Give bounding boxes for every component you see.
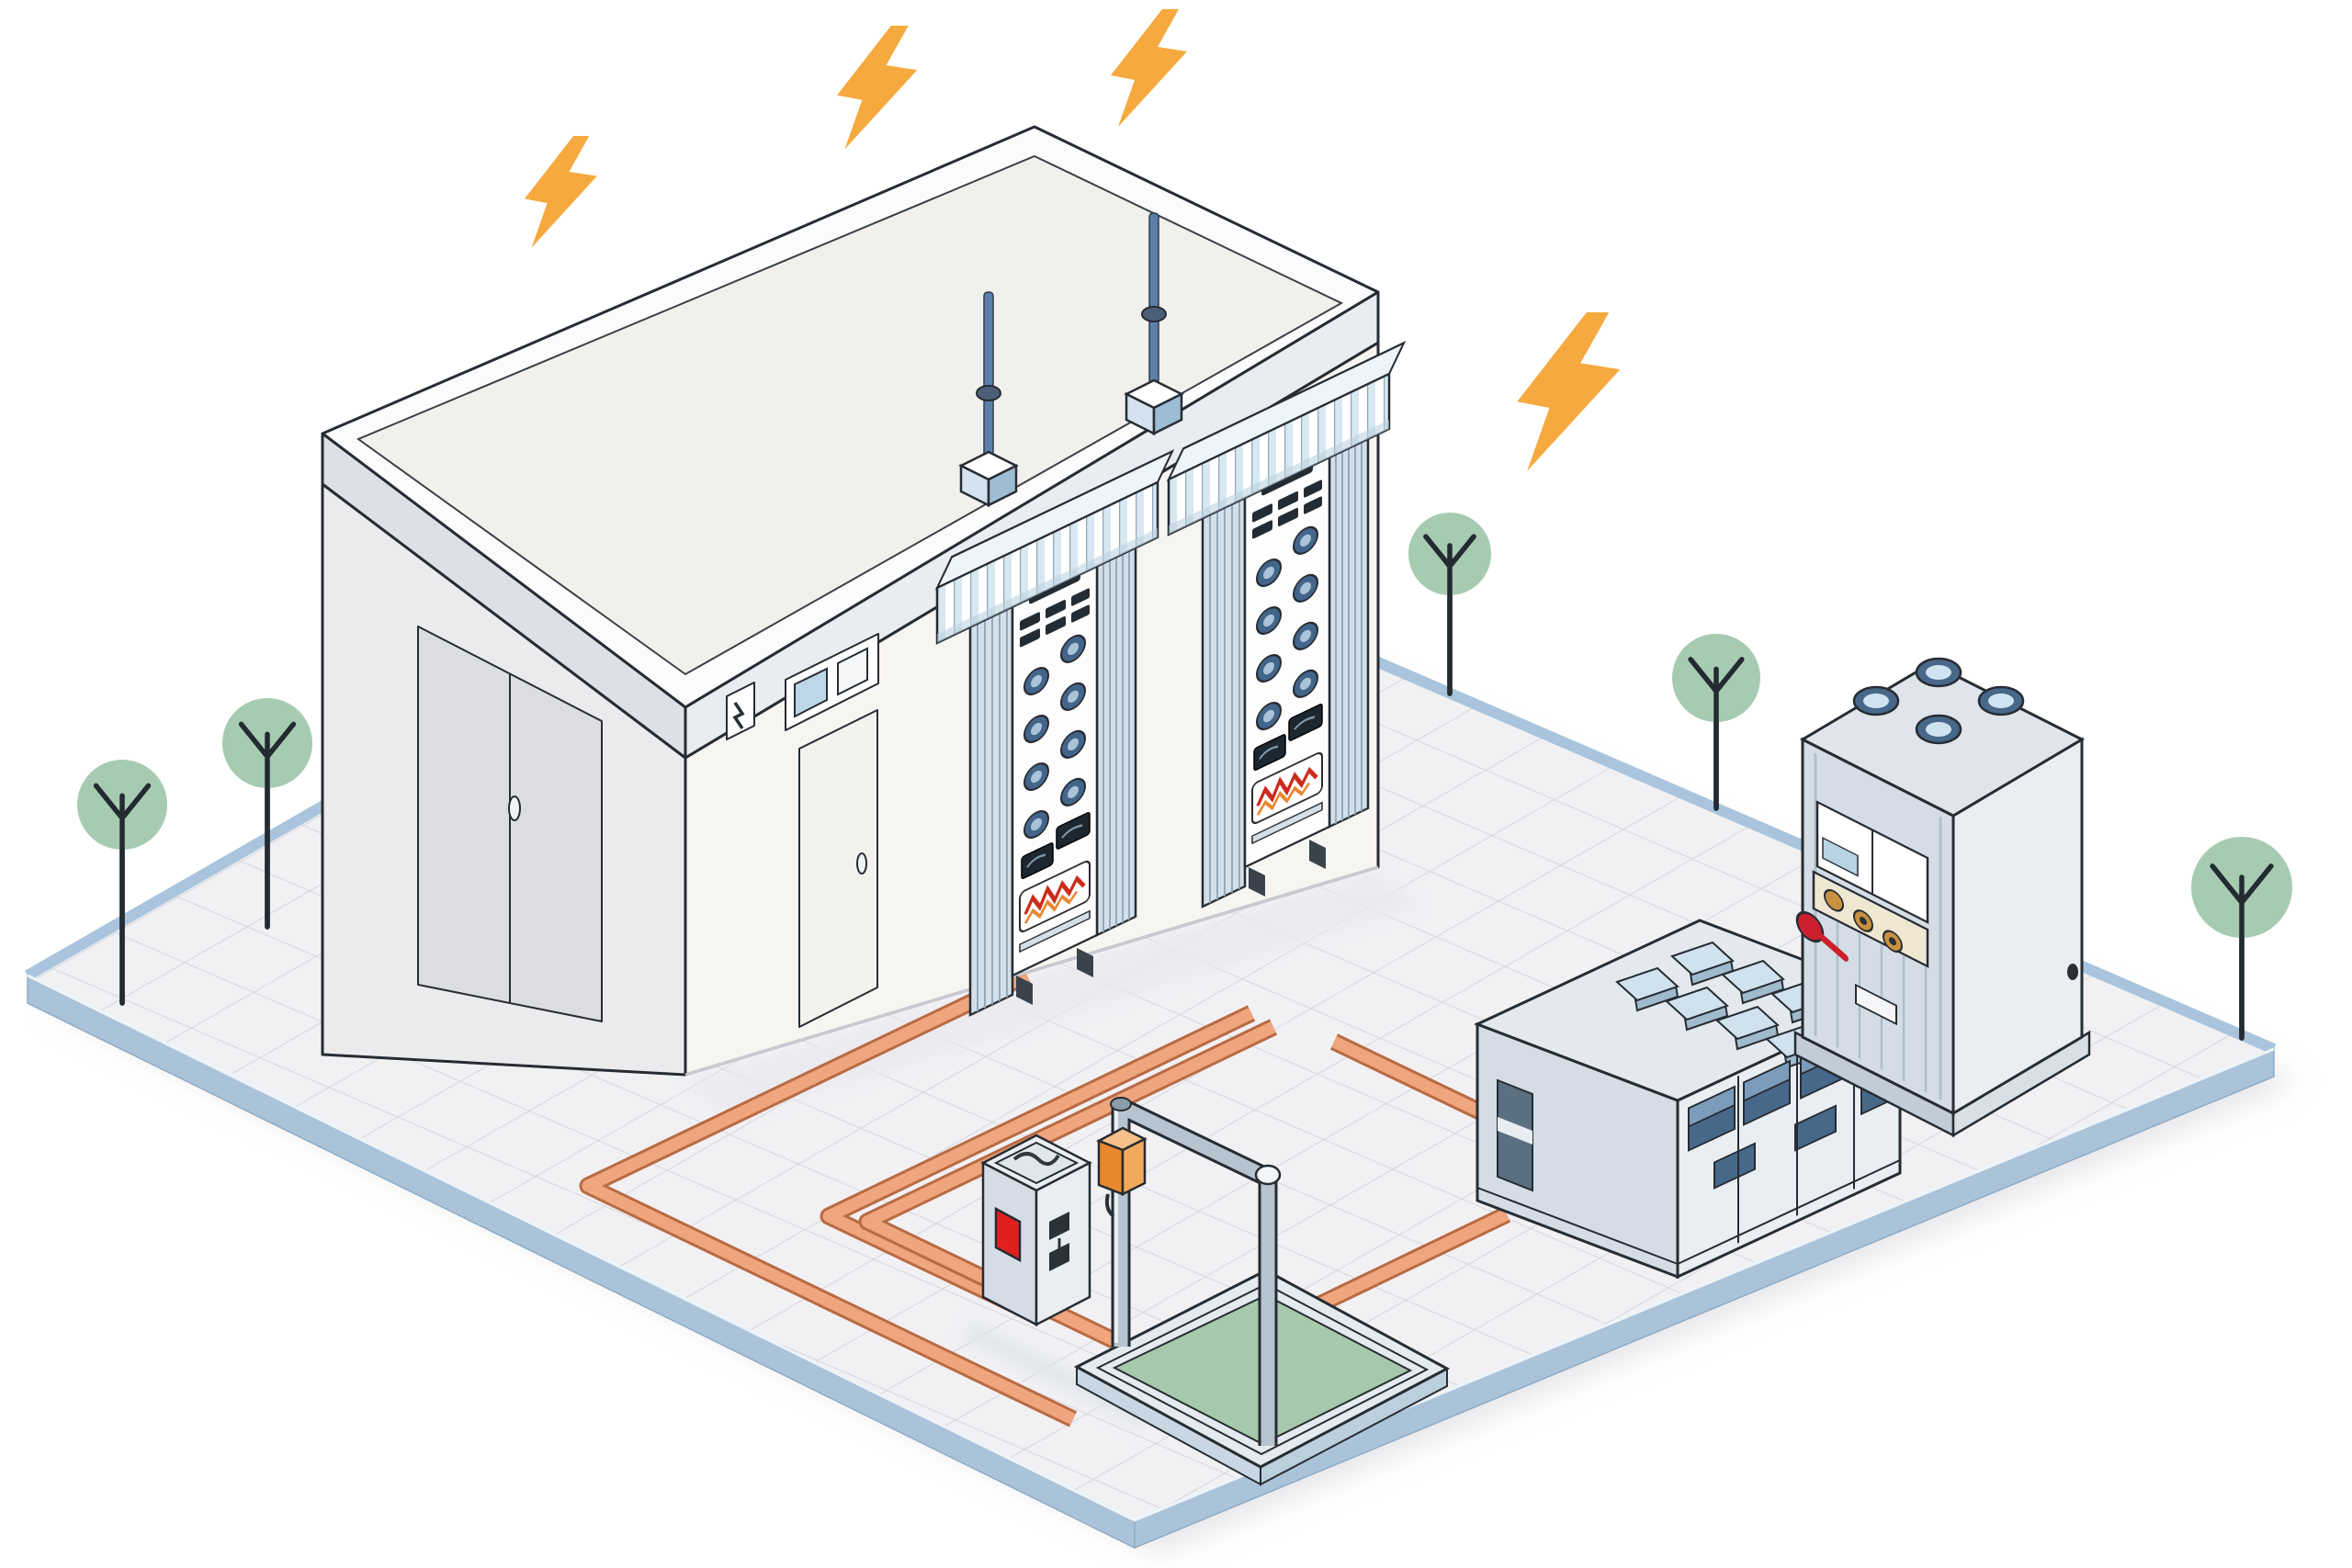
door-handle [508, 795, 521, 821]
service-door [798, 709, 878, 1028]
control-pedestal [980, 1134, 1092, 1327]
tree [222, 698, 312, 930]
roof-surface [356, 154, 1344, 676]
gantry-elbow-cap [1254, 1164, 1282, 1186]
lightning-bolt-icon [524, 136, 597, 248]
lightning-bolt-icon [837, 26, 918, 150]
lightning-rod [1124, 212, 1184, 436]
tree [77, 760, 167, 1006]
ground-cable-panel1-to-pad [579, 967, 1078, 1427]
roof-bushings [1852, 657, 2025, 745]
control-panel [1167, 341, 1406, 908]
ground-cable-panel2-to-pedestal [820, 1005, 1256, 1320]
switchgear-side-panel [1497, 1078, 1533, 1192]
lightning-rod [958, 291, 1019, 508]
door-handle [856, 852, 867, 874]
tree [1672, 634, 1760, 811]
warning-sign [726, 682, 755, 740]
tree [2191, 837, 2292, 1041]
double-door [417, 626, 603, 1022]
transformer-front [1795, 752, 1942, 1100]
junction-box [1096, 1126, 1148, 1218]
lightning-bolt-icon [1111, 9, 1187, 127]
emergency-stop-button [994, 1206, 1022, 1263]
control-panel [935, 449, 1174, 1017]
meter-plate [785, 633, 879, 731]
red-valve-handle [1795, 910, 1849, 962]
keyhole [2067, 964, 2078, 980]
transformer-cabinet [1793, 657, 2091, 1138]
connector-glyphs [1049, 1212, 1069, 1271]
trees [77, 513, 2292, 1041]
grounding-gantry [1096, 1097, 1282, 1446]
tree [1408, 513, 1491, 696]
lightning-bolt-icon [1517, 312, 1621, 471]
